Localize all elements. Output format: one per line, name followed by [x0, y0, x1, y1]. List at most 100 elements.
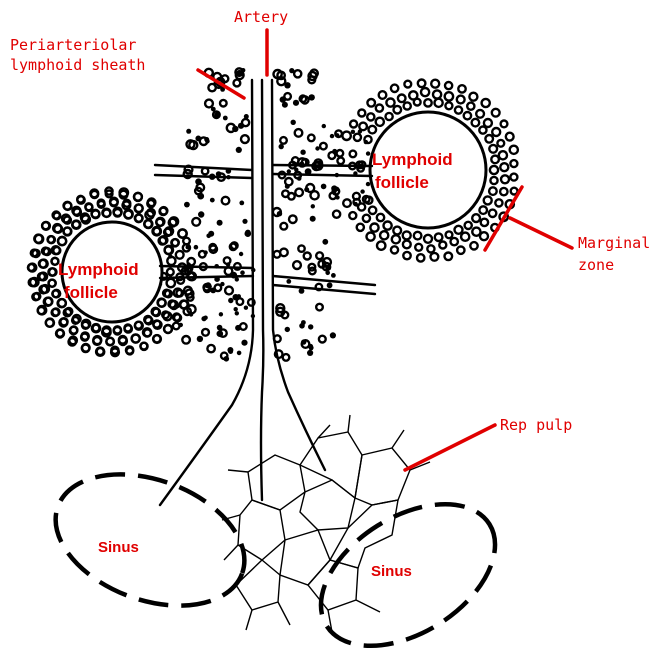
dense-cell	[308, 344, 313, 349]
cell	[391, 85, 398, 92]
dense-cell	[189, 312, 193, 316]
cell	[48, 236, 55, 243]
cell	[135, 204, 143, 212]
cell	[367, 233, 375, 241]
cell	[54, 225, 62, 233]
cell	[320, 143, 327, 150]
cell	[93, 325, 100, 332]
cell	[393, 227, 401, 235]
cell	[147, 200, 154, 207]
cell	[497, 140, 504, 147]
dense-cell	[289, 68, 294, 73]
cell	[404, 81, 411, 88]
cell	[445, 82, 452, 89]
cell	[176, 251, 184, 259]
cell	[73, 221, 80, 228]
cell	[57, 330, 64, 337]
cell	[39, 260, 47, 268]
dense-cell	[335, 195, 339, 199]
dense-cell	[311, 204, 315, 208]
cell	[484, 119, 492, 127]
dense-cell	[195, 136, 201, 142]
dense-cell	[235, 277, 239, 281]
cell	[240, 323, 247, 330]
cell	[69, 337, 77, 345]
dense-cell	[238, 123, 244, 129]
dense-cell	[285, 327, 290, 332]
dense-cell	[186, 129, 191, 134]
cell	[458, 85, 465, 92]
cell	[140, 343, 147, 350]
cell	[357, 224, 364, 231]
dense-cell	[282, 102, 288, 108]
dense-cell	[330, 134, 334, 138]
cell	[349, 212, 356, 219]
dense-cell	[285, 184, 290, 189]
dense-cell	[299, 323, 305, 329]
cell	[369, 207, 376, 214]
cell	[479, 206, 487, 214]
dense-cell	[226, 262, 230, 266]
cell	[350, 151, 357, 158]
cell	[144, 316, 151, 323]
cell	[384, 222, 392, 230]
cell	[58, 237, 66, 245]
dense-cell	[239, 201, 244, 206]
cell	[501, 121, 508, 128]
cell	[46, 319, 54, 327]
red-pulp-cords	[222, 415, 430, 632]
cell	[435, 99, 443, 107]
cell	[45, 298, 53, 306]
cell	[376, 105, 383, 112]
cell	[294, 70, 301, 77]
cell	[379, 91, 387, 99]
cell	[222, 197, 230, 205]
cell	[409, 91, 417, 99]
dense-cell	[232, 126, 238, 132]
dense-cell	[210, 198, 215, 203]
cell	[98, 201, 105, 208]
cell	[403, 241, 411, 249]
cell	[470, 242, 477, 249]
dense-cell	[309, 94, 315, 100]
cell	[333, 211, 340, 218]
cell	[363, 215, 370, 222]
cell	[506, 133, 514, 141]
cell	[451, 238, 458, 245]
cell	[85, 203, 92, 210]
cell	[178, 229, 186, 237]
cell	[220, 100, 227, 107]
cell	[467, 103, 474, 110]
cell	[489, 210, 496, 217]
cell	[367, 99, 375, 107]
label-artery: Artery	[234, 8, 288, 26]
cell	[415, 244, 422, 251]
cell	[64, 202, 72, 210]
cell	[280, 137, 287, 144]
cell	[40, 286, 48, 294]
cell	[29, 279, 37, 287]
cell	[480, 232, 488, 240]
cell	[119, 336, 127, 344]
cell	[292, 157, 299, 164]
dense-cell	[293, 100, 299, 106]
dense-cell	[240, 270, 245, 275]
cell	[49, 280, 56, 287]
cell	[359, 123, 367, 131]
cell	[123, 201, 131, 209]
cell	[304, 253, 311, 260]
cell	[39, 273, 47, 281]
label-sinus-right: Sinus	[371, 563, 412, 580]
cell	[70, 327, 77, 334]
dense-cell	[217, 325, 223, 331]
cell	[134, 193, 142, 201]
cell	[92, 210, 100, 218]
dense-cell	[327, 282, 333, 288]
dense-cell	[286, 279, 291, 284]
cell	[510, 174, 517, 181]
label-red-pulp: Rep pulp	[500, 416, 572, 434]
cell	[500, 163, 508, 171]
dense-cell	[354, 202, 358, 206]
dense-cell	[321, 184, 327, 190]
